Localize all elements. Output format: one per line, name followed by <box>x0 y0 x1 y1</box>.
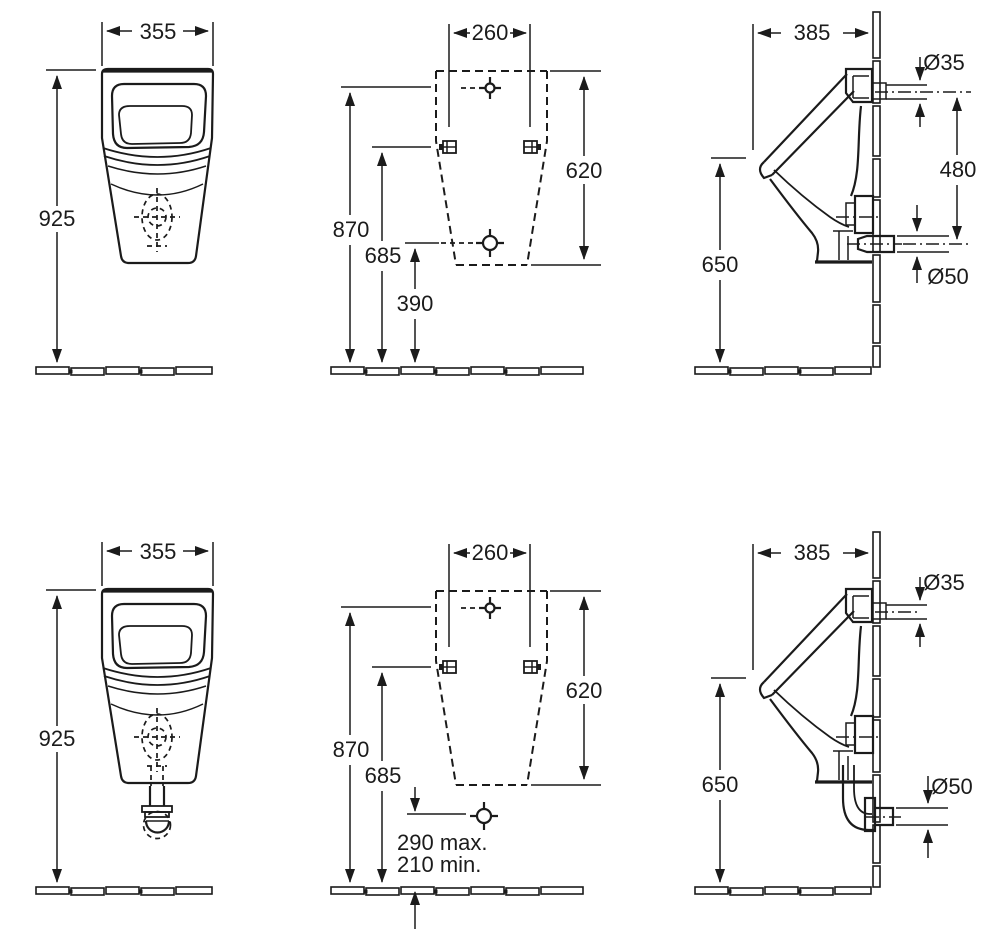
dim-870-label: 870 <box>333 217 370 242</box>
dim-650-label: 650 <box>702 252 739 277</box>
side-view-1: 385 Ø35 480 650 Ø50 <box>695 12 976 375</box>
row2: 355 925 260 870 685 620 290 max. 210 min… <box>36 532 973 929</box>
trap-outline <box>142 810 172 840</box>
dim-width-label: 355 <box>140 19 177 44</box>
dim-height-label: 925 <box>39 726 76 751</box>
dim-390-label: 390 <box>397 291 434 316</box>
dim-depth-label: 385 <box>794 20 831 45</box>
row1: 355 925 260 870 685 390 620 <box>36 12 976 375</box>
dim-620-label: 620 <box>566 678 603 703</box>
note-min-label: 210 min. <box>397 852 481 877</box>
front-view-2: 355 925 <box>36 539 213 895</box>
template-view-1: 260 870 685 390 620 <box>331 20 602 375</box>
front-view-1: 355 925 <box>36 19 213 375</box>
dim-650-label: 650 <box>702 772 739 797</box>
dim-480-label: 480 <box>940 157 977 182</box>
dim-outlet-dia-label: Ø50 <box>931 774 973 799</box>
dim-870-label: 870 <box>333 737 370 762</box>
side-view-2: 385 Ø35 650 Ø50 <box>695 532 973 895</box>
dim-685-label: 685 <box>365 763 402 788</box>
dim-685-label: 685 <box>365 243 402 268</box>
dim-template-width-label: 260 <box>472 20 509 45</box>
dim-outlet-dia-label: Ø50 <box>927 264 969 289</box>
dim-depth-label: 385 <box>794 540 831 565</box>
dim-template-width-label: 260 <box>472 540 509 565</box>
dim-height-label: 925 <box>39 206 76 231</box>
dim-inlet-dia-label: Ø35 <box>923 50 965 75</box>
dim-inlet-dia-label: Ø35 <box>923 570 965 595</box>
dim-620-label: 620 <box>566 158 603 183</box>
outlet-crosshair <box>475 807 493 825</box>
dim-width-label: 355 <box>140 539 177 564</box>
outlet-crosshair <box>481 234 499 252</box>
note-max-label: 290 max. <box>397 830 488 855</box>
template-view-2: 260 870 685 620 290 max. 210 min. <box>331 540 602 929</box>
